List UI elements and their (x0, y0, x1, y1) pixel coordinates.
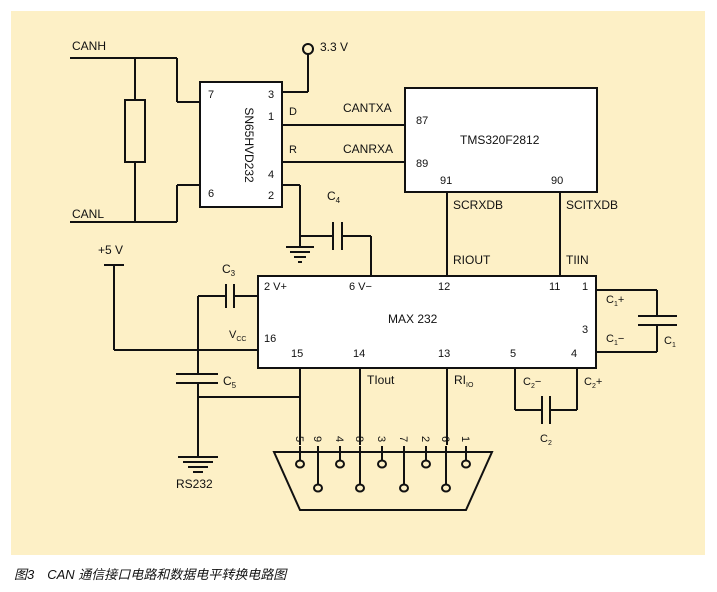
c2-network: C2− C2+ C2 (514, 368, 602, 447)
supply-5v: +5 V C3 (98, 243, 258, 374)
c5-network: C5 RS232 (176, 373, 300, 491)
max232-pin-16: 16 (264, 333, 276, 345)
canrxa-label: CANRXA (343, 142, 393, 156)
max232-pin-15: 15 (291, 348, 303, 360)
ground-symbol-bottom (178, 456, 218, 473)
figure-caption: 图3 CAN 通信接口电路和数据电平转换电路图 (14, 567, 287, 582)
c1-network: C1+ C1− C1 (596, 289, 677, 353)
db9-pin-7: 7 (397, 436, 409, 493)
max232-label-6v: 6 V− (349, 281, 372, 293)
dsp-pin-89: 89 (416, 158, 428, 170)
max232-pin-12: 12 (438, 281, 450, 293)
db9-pin-2: 2 (419, 436, 431, 469)
max232-pin-13: 13 (438, 348, 450, 360)
db9-pin-label: 2 (419, 436, 431, 442)
db9-pin-label: 8 (353, 436, 365, 442)
transceiver-label-r: R (289, 144, 297, 156)
can-signals: CANTXA CANRXA (282, 101, 405, 163)
max232-pin-5: 5 (510, 348, 516, 360)
max232-pin-14: 14 (353, 348, 365, 360)
c2-label: C2 (540, 433, 552, 447)
db9-pin-4: 4 (333, 436, 345, 469)
supply-5v-label: +5 V (98, 243, 123, 257)
max232-pin-3: 3 (582, 324, 588, 336)
db9-pin-6: 6 (439, 436, 451, 493)
db9-pin-label: 3 (375, 436, 387, 442)
db9-shell (272, 451, 494, 511)
sci-signals: SCRXDB SCITXDB RIOUT TIIN (446, 192, 618, 276)
riout-label: RIOUT (453, 253, 491, 267)
supply-3v3: 3.3 V (282, 40, 348, 93)
transceiver-pin-6: 6 (208, 188, 214, 200)
dsp-pin-91: 91 (440, 175, 452, 187)
dsp-name: TMS320F2812 (460, 133, 540, 147)
transceiver-name: SN65HVD232 (242, 107, 256, 183)
c4-label: C4 (327, 189, 341, 205)
scitxdb-label: SCITXDB (566, 198, 618, 212)
transceiver-label-d: D (289, 106, 297, 118)
rs232-label: RS232 (176, 477, 213, 491)
transceiver-pin-4: 4 (268, 169, 274, 181)
max232-pin-4: 4 (571, 348, 577, 360)
ri-label: RIIO (454, 373, 474, 389)
supply-3v3-label: 3.3 V (320, 40, 348, 54)
ground-symbol-top (286, 246, 314, 263)
dsp-pin-87: 87 (416, 115, 428, 127)
transceiver-pin-2: 2 (268, 190, 274, 202)
max232-chip: MAX 232 2 V+ 6 V− 12 11 1 3 16 VCC 15 14… (229, 275, 597, 369)
can-bus: CANH CANL (70, 39, 200, 223)
dsp-pin-90: 90 (551, 175, 563, 187)
transceiver-pin-1: 1 (268, 111, 274, 123)
canh-label: CANH (72, 39, 106, 53)
c1-label: C1 (664, 335, 676, 349)
max232-pin-11: 11 (549, 281, 560, 293)
c1-minus-label: C1− (606, 333, 624, 347)
cantxa-label: CANTXA (343, 101, 392, 115)
c2-plus-label: C2+ (584, 376, 602, 390)
c5-label: C5 (223, 374, 237, 390)
db9-pin-label: 1 (459, 436, 471, 442)
db9-wiring: TIout RIIO (299, 368, 474, 445)
db9-pin-1: 1 (459, 436, 471, 469)
max232-pin-1: 1 (582, 281, 588, 293)
tiin-label: TIIN (566, 253, 589, 267)
c1-plus-label: C1+ (606, 294, 624, 308)
max232-label-vcc: VCC (229, 329, 246, 343)
transceiver-pin-3: 3 (268, 89, 274, 101)
db9-pin-9: 9 (311, 436, 323, 493)
transceiver-pin-7: 7 (208, 89, 214, 101)
canl-label: CANL (72, 207, 104, 221)
tiout-label: TIout (367, 373, 395, 387)
scrxdb-label: SCRXDB (453, 198, 503, 212)
db9-pin-label: 6 (439, 436, 451, 442)
c2-minus-label: C2− (523, 376, 541, 390)
max232-name: MAX 232 (388, 312, 438, 326)
db9-pin-5: 5 (293, 436, 305, 469)
db9-pin-label: 9 (311, 436, 323, 442)
dsp-chip: TMS320F2812 87 89 91 90 (404, 87, 598, 193)
db9-pin-label: 7 (397, 436, 409, 442)
c3-label: C3 (222, 262, 236, 278)
termination-resistor (124, 99, 146, 163)
max232-label-2v: 2 V+ (264, 281, 287, 293)
transceiver-chip: SN65HVD232 7 3 1 4 6 2 D R (199, 81, 297, 208)
db9-pin-8: 8 (353, 436, 365, 493)
supply-3v3-terminal (302, 43, 314, 55)
c4-network: C4 (282, 184, 372, 276)
db9-pin-label: 5 (293, 436, 305, 442)
db9-pin-label: 4 (333, 436, 345, 442)
db9-pin-3: 3 (375, 436, 387, 469)
